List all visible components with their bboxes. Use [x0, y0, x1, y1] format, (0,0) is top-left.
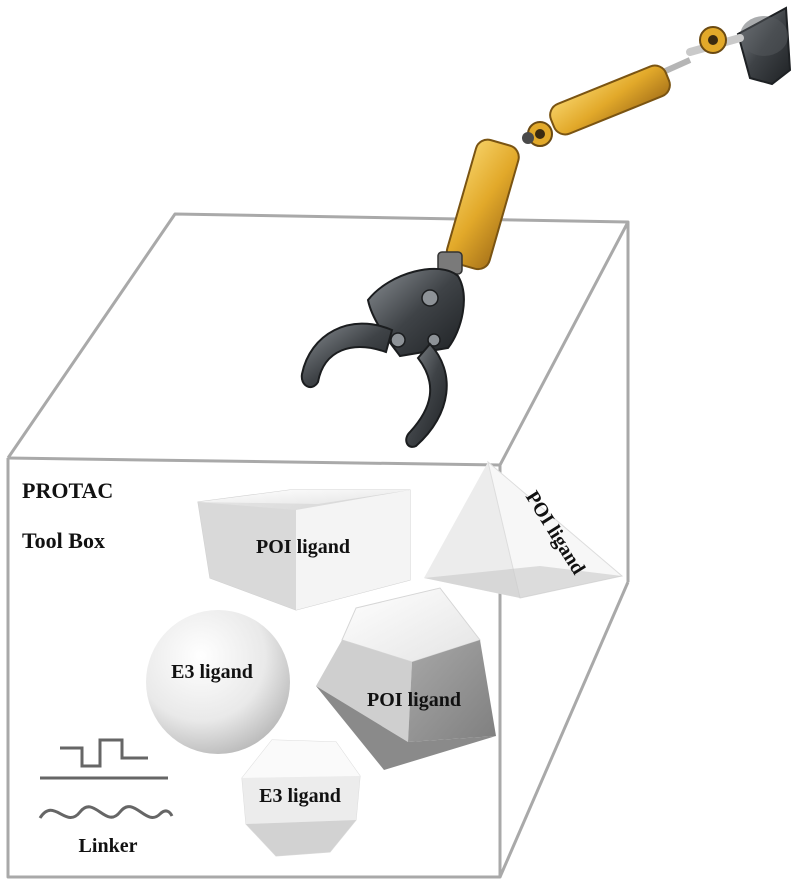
poi-ligand-pyramid[interactable]: POI ligand — [424, 460, 624, 599]
linker-legend — [38, 738, 174, 819]
poi-ligand-tilted-box[interactable]: POI ligand — [316, 587, 496, 770]
upper-arm-segment — [549, 64, 671, 136]
gripper-head — [736, 6, 792, 86]
poi-ligand-box[interactable]: POI ligand — [197, 489, 411, 611]
toolbox-title-line1: PROTAC — [22, 478, 113, 503]
e3-ligand-polyhedron[interactable]: E3 ligand — [241, 739, 361, 857]
robotic-arm — [300, 6, 792, 448]
toolbox-outline — [6, 212, 630, 879]
linker-wavy-line — [38, 805, 174, 819]
poi-ligand-box-label: POI ligand — [256, 536, 350, 558]
e3-ligand-sphere[interactable]: E3 ligand — [146, 610, 290, 754]
linker-square-wave — [60, 738, 148, 768]
e3-ligand-polyhedron-label: E3 ligand — [259, 785, 341, 807]
claw — [300, 267, 465, 448]
e3-ligand-sphere-label: E3 ligand — [171, 661, 253, 683]
poi-ligand-tilted-box-label: POI ligand — [367, 689, 461, 711]
toolbox-title-line2: Tool Box — [22, 528, 105, 553]
lower-arm-segment — [445, 138, 520, 271]
linker-label: Linker — [79, 835, 138, 857]
